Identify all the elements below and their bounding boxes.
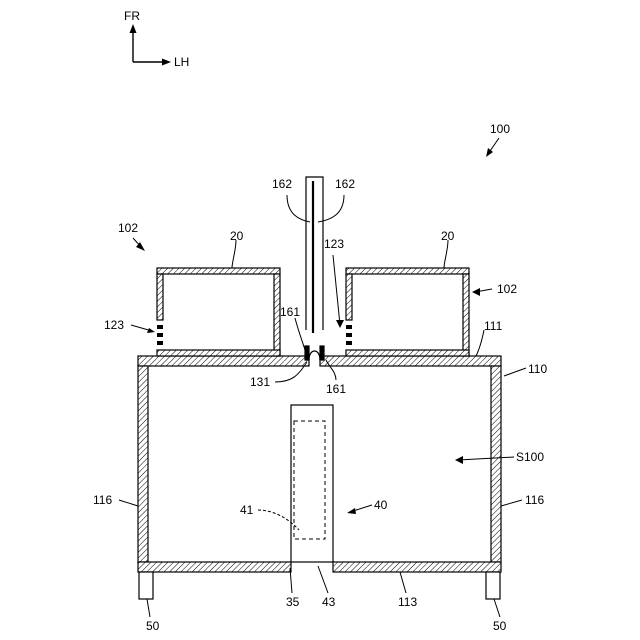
lh-label: LH — [174, 55, 189, 69]
housing-left-wall — [138, 366, 148, 562]
label-41: 41 — [240, 503, 254, 517]
label-100: 100 — [490, 122, 510, 136]
label-102-right: 102 — [497, 282, 517, 296]
label-162-left: 162 — [272, 177, 292, 191]
label-S100: S100 — [516, 450, 544, 464]
housing-bottom-wall-left — [138, 562, 291, 572]
label-50-right: 50 — [493, 619, 507, 633]
direction-indicator — [133, 30, 165, 62]
label-43: 43 — [322, 595, 336, 609]
fr-label: FR — [124, 9, 140, 23]
label-116-left: 116 — [93, 493, 112, 507]
label-35: 35 — [286, 595, 300, 609]
housing-top-wall-left — [138, 356, 309, 366]
leg-right — [486, 572, 500, 599]
leg-left — [139, 572, 153, 599]
label-102-left: 102 — [118, 221, 138, 235]
label-161-left: 161 — [280, 305, 300, 319]
box-102-left — [157, 268, 280, 356]
box-102-right — [346, 268, 469, 356]
label-110: 110 — [528, 362, 547, 376]
label-131: 131 — [250, 375, 270, 389]
fr-arrow-head — [130, 24, 137, 33]
device-40 — [291, 405, 333, 562]
label-50-left: 50 — [146, 619, 160, 633]
housing-right-wall — [491, 366, 501, 562]
label-113: 113 — [398, 595, 417, 609]
label-116-right: 116 — [525, 493, 544, 507]
lh-arrow-head — [162, 59, 171, 66]
label-123-center: 123 — [324, 237, 344, 251]
label-123-left: 123 — [104, 318, 124, 332]
label-40: 40 — [374, 498, 388, 512]
label-161-right: 161 — [326, 382, 346, 396]
vent-131 — [305, 346, 324, 360]
housing-top-wall-right — [320, 356, 501, 366]
label-20-left: 20 — [230, 229, 244, 243]
label-162-right: 162 — [335, 177, 355, 191]
partition-162 — [306, 177, 323, 333]
label-20-right: 20 — [441, 229, 455, 243]
label-111: 111 — [484, 319, 503, 333]
housing-bottom-wall-right — [333, 562, 501, 572]
